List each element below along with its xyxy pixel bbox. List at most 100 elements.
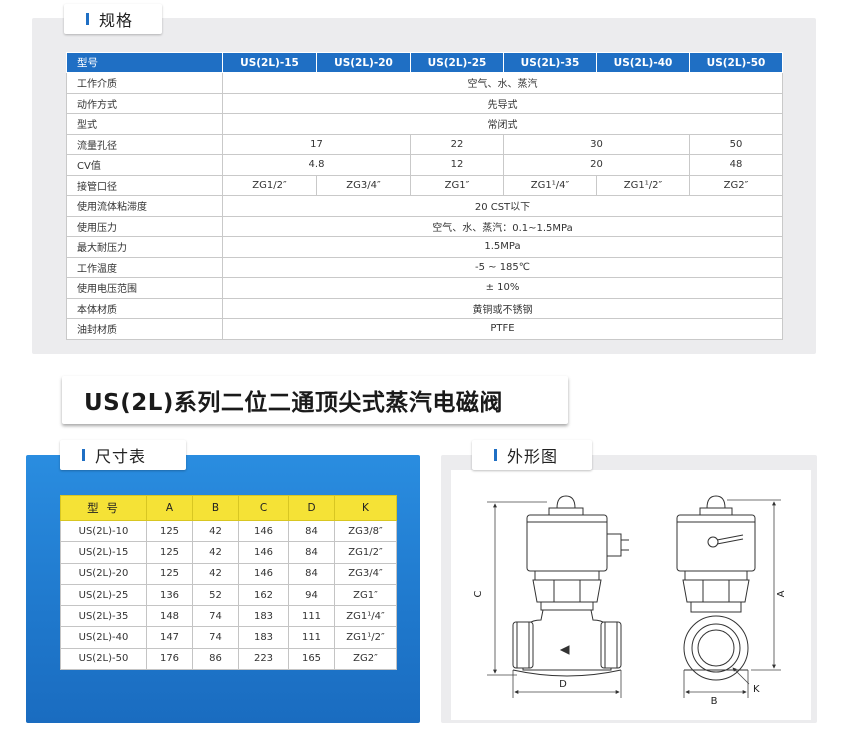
size-header-cell: A <box>146 495 193 521</box>
size-cell: 74 <box>192 605 239 628</box>
spec-row-label: 本体材质 <box>66 297 223 319</box>
spec-cell: 22 <box>410 133 504 155</box>
spec-header-cell: US(2L)-35 <box>503 52 597 73</box>
dim-label-a: A <box>776 590 787 597</box>
spec-row-label: 动作方式 <box>66 92 223 114</box>
spec-cell: ZG1″ <box>410 174 504 196</box>
size-cell: 42 <box>192 562 239 585</box>
spec-cell: 30 <box>503 133 690 155</box>
spec-cell: 空气、水、蒸汽：0.1~1.5MPa <box>222 215 783 237</box>
size-header-row: 型 号 A B C D K <box>60 495 397 521</box>
size-header-cell: 型 号 <box>60 495 147 521</box>
shape-tab-label: 外形图 <box>507 447 559 466</box>
spec-row-label: 使用电压范围 <box>66 277 223 299</box>
spec-cell: 17 <box>222 133 411 155</box>
spec-table: 型号 US(2L)-15 US(2L)-20 US(2L)-25 US(2L)-… <box>66 52 783 340</box>
size-header-cell: K <box>334 495 397 521</box>
series-title: US(2L)系列二位二通顶尖式蒸汽电磁阀 <box>84 390 503 416</box>
size-header-cell: C <box>238 495 289 521</box>
tab-marker <box>86 13 89 25</box>
dim-label-b: B <box>711 696 718 707</box>
spec-cell: 常闭式 <box>222 113 783 135</box>
size-cell: 183 <box>238 626 289 649</box>
size-cell: ZG3/8″ <box>334 519 397 543</box>
size-cell: 146 <box>238 541 289 564</box>
spec-cell: 12 <box>410 154 504 176</box>
size-cell: 162 <box>238 583 289 607</box>
size-tab: 尺寸表 <box>60 440 186 470</box>
spec-cell: PTFE <box>222 318 783 340</box>
dim-label-k: K <box>753 684 760 695</box>
spec-row-label: 工作介质 <box>66 72 223 94</box>
spec-row-label: 使用流体粘滞度 <box>66 195 223 217</box>
size-cell: 183 <box>238 605 289 628</box>
size-cell: ZG3/4″ <box>334 562 397 585</box>
size-cell: US(2L)-20 <box>60 562 147 585</box>
size-cell: US(2L)-15 <box>60 541 147 564</box>
size-cell: 42 <box>192 541 239 564</box>
size-cell: 148 <box>146 605 193 628</box>
size-cell: 125 <box>146 562 193 585</box>
spec-cell: ZG3/4″ <box>316 174 411 196</box>
dim-label-c: C <box>473 590 484 597</box>
spec-cell: 先导式 <box>222 92 783 114</box>
spec-tab: 规格 <box>64 4 162 34</box>
size-cell: 94 <box>288 583 335 607</box>
size-cell: ZG1″ <box>334 583 397 607</box>
spec-row: 使用压力空气、水、蒸汽：0.1~1.5MPa <box>66 215 783 237</box>
spec-row: 型式常闭式 <box>66 113 783 135</box>
spec-cell: 4.8 <box>222 154 411 176</box>
spec-cell: -5 ~ 185℃ <box>222 256 783 278</box>
shape-tab: 外形图 <box>472 440 592 470</box>
spec-row-label: CV值 <box>66 154 223 176</box>
shape-drawing-area <box>451 470 811 720</box>
size-cell: ZG2″ <box>334 647 397 671</box>
size-header-cell: D <box>288 495 335 521</box>
valve-side-view <box>676 495 756 681</box>
spec-row-label: 型式 <box>66 113 223 135</box>
size-cell: 125 <box>146 541 193 564</box>
spec-row-label: 接管口径 <box>66 174 223 196</box>
size-cell: 84 <box>288 519 335 543</box>
spec-row-label: 流量孔径 <box>66 133 223 155</box>
size-cell: 146 <box>238 562 289 585</box>
size-cell: ZG1¹/4″ <box>334 605 397 628</box>
size-tab-label: 尺寸表 <box>95 447 147 466</box>
valve-outline-drawing: C D A B K <box>473 495 787 707</box>
spec-row: 工作温度-5 ~ 185℃ <box>66 256 783 278</box>
size-cell: 147 <box>146 626 193 649</box>
spec-cell: 48 <box>689 154 783 176</box>
size-cell: 74 <box>192 626 239 649</box>
size-cell: 52 <box>192 583 239 607</box>
size-cell: 86 <box>192 647 239 671</box>
spec-header-cell: US(2L)-50 <box>689 52 783 73</box>
size-cell: US(2L)-35 <box>60 605 147 628</box>
size-cell: US(2L)-40 <box>60 626 147 649</box>
spec-cell: 1.5MPa <box>222 236 783 258</box>
dim-label-d: D <box>559 679 567 690</box>
size-cell: ZG1¹/2″ <box>334 626 397 649</box>
spec-row: 工作介质空气、水、蒸汽 <box>66 72 783 94</box>
spec-row-label: 最大耐压力 <box>66 236 223 258</box>
valve-front-view <box>512 495 629 677</box>
spec-cell: 20 <box>503 154 690 176</box>
size-cell: 84 <box>288 541 335 564</box>
spec-header-cell: US(2L)-15 <box>222 52 317 73</box>
size-cell: 111 <box>288 626 335 649</box>
size-cell: 223 <box>238 647 289 671</box>
spec-cell: 50 <box>689 133 783 155</box>
spec-cell: 黄铜或不锈钢 <box>222 297 783 319</box>
spec-cell: ZG1¹/4″ <box>503 174 597 196</box>
spec-row-label: 工作温度 <box>66 256 223 278</box>
